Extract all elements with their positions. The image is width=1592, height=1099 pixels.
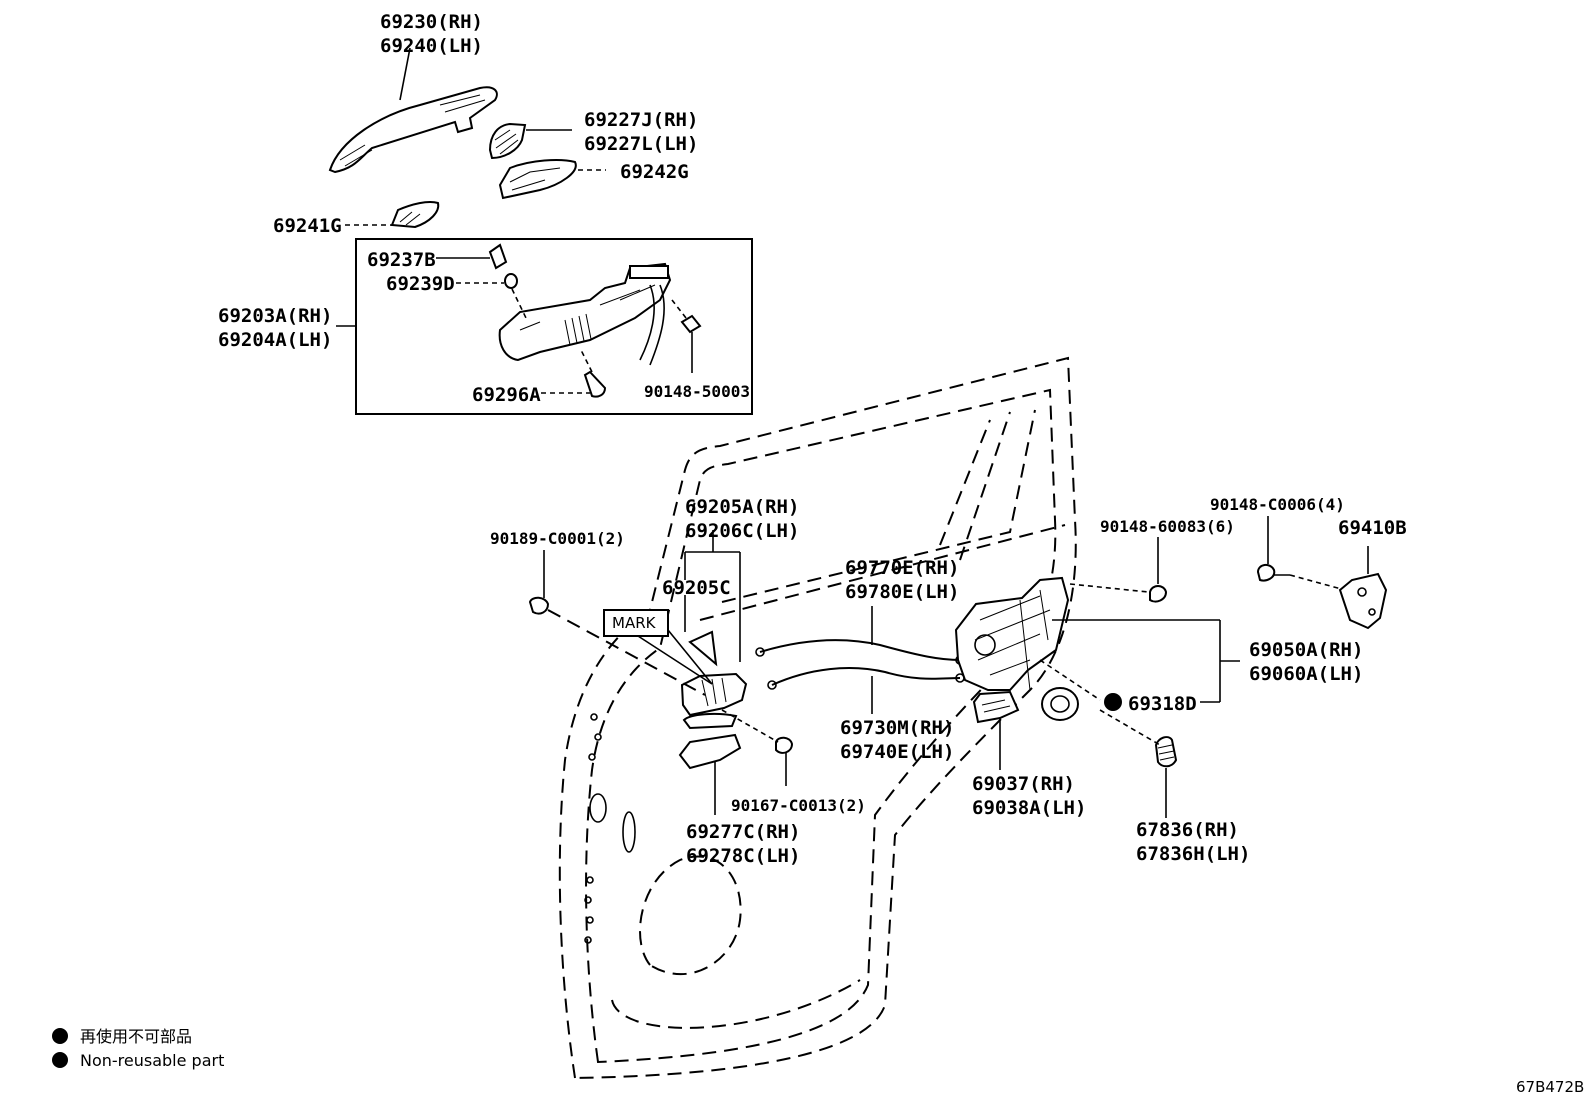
label-door-lock-rh: 69050A(RH)	[1249, 639, 1363, 661]
legend-text-en: Non-reusable part	[80, 1051, 224, 1070]
label-striker: 69410B	[1338, 517, 1407, 539]
label-lock-cover-rh: 69037(RH)	[972, 773, 1075, 795]
grommet-part	[1154, 736, 1178, 768]
label-handle-cap-lh: 69227L(LH)	[584, 133, 698, 155]
label-inner-bezel-rh: 69277C(RH)	[686, 821, 800, 843]
handle-pad-front-part	[390, 200, 440, 229]
lock-seal-part	[1041, 687, 1079, 721]
clip-screw-part	[528, 596, 550, 615]
label-grommet-rh: 67836(RH)	[1136, 819, 1239, 841]
door-outline	[558, 356, 1077, 1080]
open-cable-part	[759, 639, 961, 661]
label-striker-screw: 90148-C0006(4)	[1210, 495, 1345, 514]
filled-circle-icon	[52, 1052, 68, 1068]
lock-cable-part	[771, 667, 961, 686]
frame-clip-part	[488, 243, 508, 270]
handle-pad-rear-part	[498, 159, 577, 200]
label-inner-handle-sub: 69205C	[662, 577, 731, 599]
label-frame-screw: 90148-50003	[644, 382, 750, 401]
inside-handle-group	[528, 530, 794, 815]
label-cable-lock-lh: 69740E(LH)	[840, 741, 954, 763]
door-lock-group	[954, 537, 1240, 818]
label-frame-assy-rh: 69203A(RH)	[218, 305, 332, 327]
filled-circle-icon	[52, 1028, 68, 1044]
non-reusable-marker-icon	[1104, 693, 1122, 711]
cables-group	[755, 606, 965, 714]
label-grommet-lh: 67836H(LH)	[1136, 843, 1250, 865]
part-labels: 69230(RH) 69240(LH) 69227J(RH) 69227L(LH…	[218, 11, 1407, 867]
inner-bezel-part	[678, 733, 742, 770]
bezel-screw-part	[775, 736, 794, 754]
lock-cover-part	[972, 690, 1020, 724]
label-door-lock-lh: 69060A(LH)	[1249, 663, 1363, 685]
striker-group	[1256, 516, 1388, 630]
label-inner-handle-rh: 69205A(RH)	[685, 496, 799, 518]
label-frame-plug: 69296A	[472, 384, 541, 406]
label-bezel-screw: 90167-C0013(2)	[731, 796, 866, 815]
label-lock-screw: 90148-60083(6)	[1100, 517, 1235, 536]
label-frame-gasket: 69239D	[386, 273, 455, 295]
outer-handle-part	[328, 86, 498, 174]
label-frame-assy-lh: 69204A(LH)	[218, 329, 332, 351]
frame-screw-part	[680, 314, 702, 334]
diagram-code: 67B472B	[1516, 1078, 1584, 1096]
label-handle-cap-rh: 69227J(RH)	[584, 109, 698, 131]
label-lock-seal: 69318D	[1128, 693, 1197, 715]
label-handle-pad-rear: 69242G	[620, 161, 689, 183]
label-lock-cover-lh: 69038A(LH)	[972, 797, 1086, 819]
handle-cap-part	[488, 122, 527, 160]
striker-screw-part	[1256, 564, 1276, 582]
striker-part	[1338, 572, 1388, 630]
label-outer-handle-rh: 69230(RH)	[380, 11, 483, 33]
inner-handle-sub-part	[688, 630, 718, 667]
door-lock-part	[954, 576, 1070, 691]
label-outer-handle-lh: 69240(LH)	[380, 35, 483, 57]
legend: 再使用不可部品 Non-reusable part	[52, 1027, 224, 1070]
label-frame-clip: 69237B	[367, 249, 436, 271]
label-clip-screw: 90189-C0001(2)	[490, 529, 625, 548]
label-mark: MARK	[612, 614, 657, 632]
label-inner-handle-lh: 69206C(LH)	[685, 520, 799, 542]
outside-handle-group	[328, 47, 606, 229]
lock-screw-part	[1149, 585, 1168, 603]
legend-text-jp: 再使用不可部品	[80, 1027, 192, 1046]
label-cable-open-lh: 69780E(LH)	[845, 581, 959, 603]
label-handle-pad-front: 69241G	[273, 215, 342, 237]
door-handle-frame-part	[498, 262, 672, 362]
label-cable-open-rh: 69770E(RH)	[845, 557, 959, 579]
label-inner-bezel-lh: 69278C(LH)	[686, 845, 800, 867]
label-cable-lock-rh: 69730M(RH)	[840, 717, 954, 739]
frame-gasket-part	[504, 273, 518, 289]
frame-assembly-box	[336, 238, 753, 415]
frame-plug-part	[583, 370, 607, 398]
